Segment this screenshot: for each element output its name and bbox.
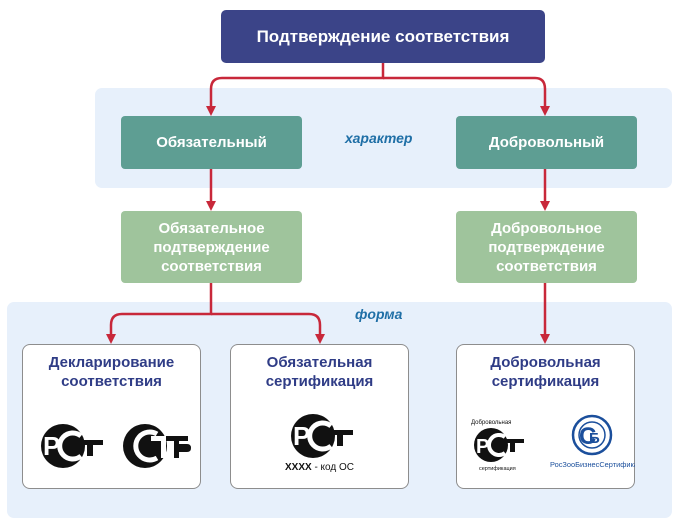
- arrow-title-to-voluntary: [383, 76, 550, 116]
- mandatory-confirmation-line-2: подтверждение: [153, 238, 270, 256]
- mandatory-type-box: Обязательный: [121, 116, 302, 169]
- voluntary-confirmation-line-3: соответствия: [496, 257, 597, 275]
- mandatory-cert-title-line-2: сертификация: [265, 373, 374, 390]
- voluntary-confirmation-line-1: Добровольное: [491, 219, 602, 237]
- rst-logo: Р: [41, 424, 103, 468]
- certification-code-note: - код ОС: [311, 462, 355, 473]
- certification-code-caption: ХХХХ - код ОС: [231, 462, 408, 473]
- mandatory-confirmation-box: Обязательное подтверждение соответствия: [121, 211, 302, 283]
- svg-text:РосЗооБизнесСертификат: РосЗооБизнесСертификат: [550, 460, 635, 469]
- declaration-title-line-1: Декларирование: [48, 354, 175, 371]
- svg-text:сертификация: сертификация: [479, 466, 516, 472]
- diagram-title: Подтверждение соответствия: [221, 10, 545, 63]
- mandatory-confirmation-line-1: Обязательное: [158, 219, 265, 237]
- mandatory-cert-title-line-1: Обязательная: [266, 354, 373, 371]
- mandatory-cert-card-title: Обязательная сертификация: [231, 353, 408, 391]
- mandatory-confirmation-line-3: соответствия: [161, 257, 262, 275]
- arrow-form-to-mandatory-cert: [211, 312, 325, 344]
- svg-text:Р: Р: [293, 421, 310, 451]
- certification-code: ХХХХ: [284, 462, 312, 473]
- voluntary-confirmation-line-2: подтверждение: [488, 238, 605, 256]
- svg-text:Р: Р: [476, 436, 489, 458]
- rst-logo: Р: [291, 414, 353, 458]
- character-label: характер: [345, 130, 413, 146]
- roszoobiznes-logo: С Б РосЗооБизнесСертификат: [550, 414, 635, 469]
- voluntary-confirmation-box: Добровольное подтверждение соответствия: [456, 211, 637, 283]
- form-label: форма: [355, 306, 403, 322]
- arrow-title-to-mandatory: [206, 63, 385, 116]
- svg-text:С: С: [579, 423, 596, 450]
- voluntary-cert-card-title: Добровольная сертификация: [457, 353, 634, 391]
- voluntary-rst-logo: Добровольная Р сертификация: [471, 420, 524, 472]
- arrow-form-to-declaration: [106, 283, 213, 344]
- mandatory-cert-card: Обязательная сертификация Р ХХХХ - код О…: [230, 344, 409, 489]
- declaration-title-line-2: соответствия: [61, 373, 162, 390]
- voluntary-cert-title-line-1: Добровольная: [490, 354, 601, 371]
- voluntary-cert-title-line-2: сертификация: [491, 373, 600, 390]
- svg-text:Р: Р: [43, 431, 60, 461]
- voluntary-type-box: Добровольный: [456, 116, 637, 169]
- declaration-card: Декларирование соответствия Р: [22, 344, 201, 489]
- voluntary-cert-card: Добровольная сертификация Добровольная Р…: [456, 344, 635, 489]
- declaration-card-title: Декларирование соответствия: [23, 353, 200, 391]
- svg-text:Добровольная: Добровольная: [471, 420, 511, 426]
- svg-text:Б: Б: [589, 430, 600, 447]
- eac-tr-logo: [123, 424, 191, 468]
